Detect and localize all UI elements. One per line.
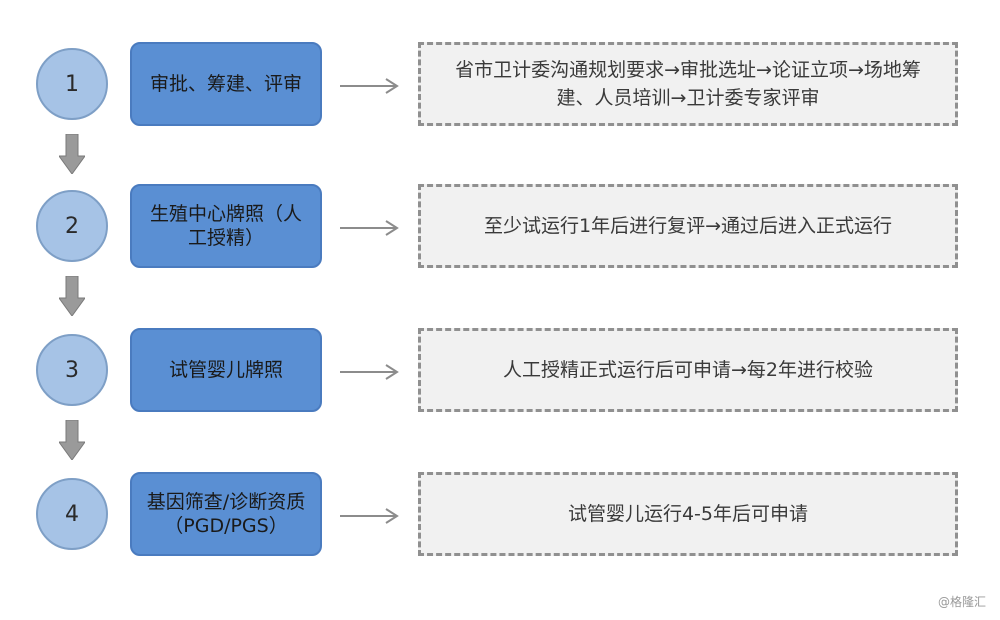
step-3-description-box: 人工授精正式运行后可申请→每2年进行校验: [418, 328, 958, 412]
step-4-number: 4: [65, 501, 79, 527]
step-1-label-box: 审批、筹建、评审: [130, 42, 322, 126]
down-arrow-icon-2: [59, 276, 85, 316]
step-2-description: 至少试运行1年后进行复评→通过后进入正式运行: [483, 215, 892, 237]
step-3-number: 3: [65, 357, 79, 383]
step-2-right-arrow-icon: [340, 220, 399, 236]
step-2-description-box: 至少试运行1年后进行复评→通过后进入正式运行: [418, 184, 958, 268]
step-4-description: 试管婴儿运行4-5年后可申请: [567, 503, 809, 525]
step-2-label: 生殖中心牌照（人工授精）: [149, 203, 302, 249]
down-arrow-icon-1: [59, 134, 85, 174]
down-arrow-icon-3: [59, 420, 85, 460]
step-2-number: 2: [65, 213, 79, 239]
step-3-description: 人工授精正式运行后可申请→每2年进行校验: [502, 359, 873, 381]
step-3-number-circle: 3: [36, 334, 108, 406]
step-4-right-arrow-icon: [340, 508, 399, 524]
step-4-label-box: 基因筛查/诊断资质（PGD/PGS）: [130, 472, 322, 556]
step-1-description-box: 省市卫计委沟通规划要求→审批选址→论证立项→场地筹建、人员培训→卫计委专家评审: [418, 42, 958, 126]
step-3-right-arrow-icon: [340, 364, 399, 380]
step-1-description: 省市卫计委沟通规划要求→审批选址→论证立项→场地筹建、人员培训→卫计委专家评审: [455, 59, 921, 109]
step-3-label-box: 试管婴儿牌照: [130, 328, 322, 412]
step-1-number: 1: [65, 71, 79, 97]
step-4-number-circle: 4: [36, 478, 108, 550]
step-2-label-box: 生殖中心牌照（人工授精）: [130, 184, 322, 268]
step-4-label: 基因筛查/诊断资质（PGD/PGS）: [146, 491, 306, 537]
watermark: @格隆汇: [937, 595, 986, 609]
step-1-right-arrow-icon: [340, 78, 399, 94]
step-1-number-circle: 1: [36, 48, 108, 120]
step-1-label: 审批、筹建、评审: [149, 73, 302, 95]
step-2-number-circle: 2: [36, 190, 108, 262]
step-3-label: 试管婴儿牌照: [168, 359, 283, 381]
step-4-description-box: 试管婴儿运行4-5年后可申请: [418, 472, 958, 556]
